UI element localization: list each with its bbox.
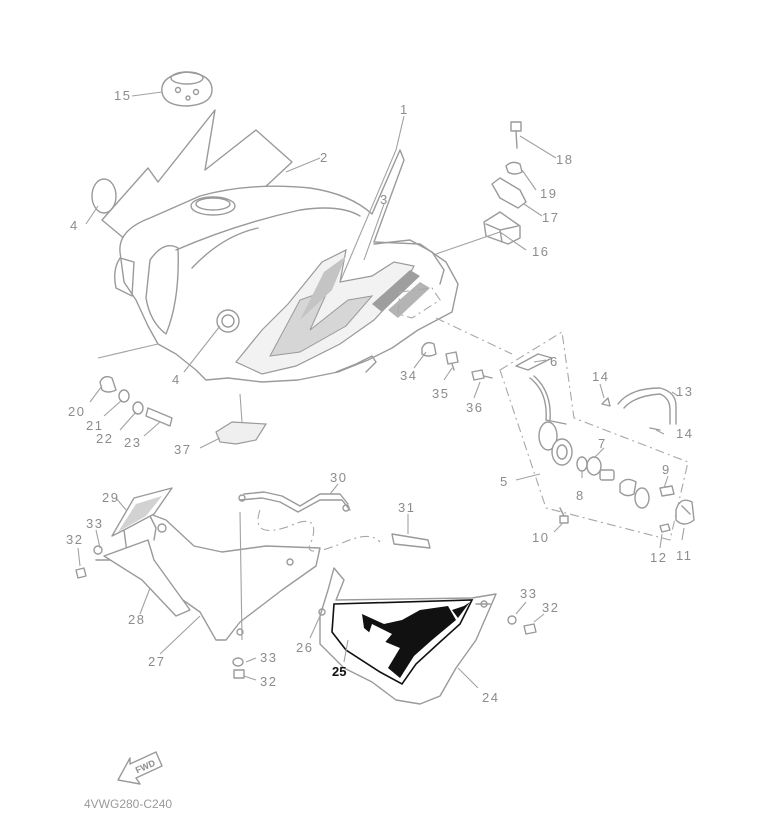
label-4-lower: 4 — [172, 372, 181, 387]
seat-rubber — [215, 421, 268, 445]
hose-guide — [238, 491, 381, 552]
label-8: 8 — [576, 488, 585, 503]
label-35: 35 — [432, 386, 449, 401]
label-29: 29 — [102, 490, 119, 505]
label-3: 3 — [380, 192, 389, 207]
label-20: 20 — [68, 404, 85, 419]
label-18: 18 — [556, 152, 573, 167]
label-37: 37 — [174, 442, 191, 457]
fuel-cap — [161, 71, 213, 107]
label-32-left: 32 — [66, 532, 83, 547]
label-30: 30 — [330, 470, 347, 485]
forward-arrow: FWD — [117, 751, 163, 785]
right-cover-screw — [507, 615, 537, 635]
bracket — [491, 177, 527, 209]
label-1: 1 — [400, 102, 409, 117]
label-21: 21 — [86, 418, 103, 433]
label-32-right: 32 — [542, 600, 559, 615]
label-13: 13 — [676, 384, 693, 399]
bolt-35 — [445, 351, 459, 371]
label-36: 36 — [466, 400, 483, 415]
label-33-bottom: 33 — [260, 650, 277, 665]
label-2: 2 — [320, 150, 329, 165]
fuel-hose — [617, 387, 677, 425]
fuel-cock-group-outline — [499, 331, 689, 541]
tank-emblem-loose — [91, 178, 117, 214]
label-26: 26 — [296, 640, 313, 655]
knob-screw — [659, 523, 671, 533]
label-12: 12 — [650, 550, 667, 565]
label-10: 10 — [532, 530, 549, 545]
label-16: 16 — [532, 244, 549, 259]
label-31: 31 — [398, 500, 415, 515]
bolt — [510, 121, 522, 149]
side-cover-left — [95, 487, 321, 641]
label-4-upper: 4 — [70, 218, 79, 233]
label-33-left: 33 — [86, 516, 103, 531]
label-23: 23 — [124, 435, 141, 450]
fuel-cock — [529, 375, 573, 466]
label-19: 19 — [540, 186, 557, 201]
label-9: 9 — [662, 462, 671, 477]
diagram-code: 4VWG280-C240 — [84, 797, 172, 811]
mounting-hardware — [99, 375, 173, 427]
label-28: 28 — [128, 612, 145, 627]
label-7: 7 — [598, 436, 607, 451]
hose-holder — [391, 533, 431, 549]
label-14-lower: 14 — [676, 426, 693, 441]
hose-clip-upper — [601, 397, 611, 407]
label-14-upper: 14 — [592, 369, 609, 384]
rubber-damper — [483, 211, 521, 245]
label-17: 17 — [542, 210, 559, 225]
cock-screw — [559, 507, 569, 524]
bolt-36 — [471, 369, 493, 381]
label-27: 27 — [148, 654, 165, 669]
part-labels: 15 1 2 3 4 4 18 19 17 16 6 34 35 36 14 1… — [66, 88, 693, 705]
fuel-tank — [113, 149, 459, 383]
label-32-bottom: 32 — [260, 674, 277, 689]
label-33-right: 33 — [520, 586, 537, 601]
label-6: 6 — [550, 354, 559, 369]
label-24: 24 — [482, 690, 499, 705]
bottom-cover-screw — [232, 657, 245, 679]
label-15: 15 — [114, 88, 131, 103]
o-ring — [586, 456, 602, 476]
cock-knob — [675, 499, 695, 525]
left-cover-screw — [75, 545, 103, 579]
cock-lever-parts — [599, 469, 650, 509]
label-5: 5 — [500, 474, 509, 489]
hose-clip-lower — [649, 427, 661, 431]
lower-leader-lines — [77, 483, 545, 689]
label-11: 11 — [676, 548, 693, 563]
label-25: 25 — [332, 664, 346, 679]
washer — [576, 456, 588, 472]
upper-leader-lines — [85, 91, 685, 549]
label-22: 22 — [96, 431, 113, 446]
screw — [659, 485, 675, 497]
side-cover-decal — [331, 599, 474, 686]
collar-washer — [505, 161, 523, 175]
label-34: 34 — [400, 368, 417, 383]
